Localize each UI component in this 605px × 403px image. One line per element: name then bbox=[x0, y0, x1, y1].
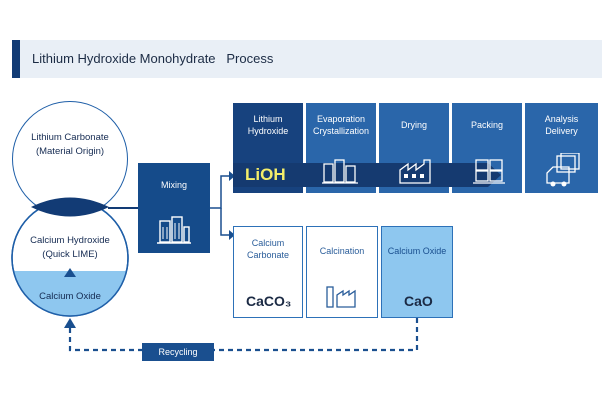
step-2-line2: Crystallization bbox=[312, 126, 370, 136]
lithium-carbonate-label: Lithium Carbonate (Material Origin) bbox=[18, 131, 122, 159]
page-title: Lithium Hydroxide Monohydrate Process bbox=[32, 51, 274, 66]
factory-icon bbox=[399, 159, 431, 184]
lower-step-3-line1: Calcium Oxide bbox=[387, 246, 447, 256]
lower-step-1-line2: Carbonate bbox=[246, 250, 290, 260]
step-1-line2: Hydroxide bbox=[247, 126, 289, 136]
title-accent bbox=[12, 40, 20, 78]
lower-step-2-line1: Calcination bbox=[319, 246, 365, 256]
overlap-lens bbox=[31, 197, 109, 217]
packing-icon bbox=[473, 159, 505, 184]
lioh-product-label: LiOH bbox=[245, 165, 286, 184]
calcium-hydroxide-line2: (Quick LIME) bbox=[42, 249, 98, 260]
crystallizer-icon bbox=[322, 159, 358, 184]
lithium-carbonate-line1: Lithium Carbonate bbox=[31, 132, 109, 143]
step-5-line1: Analysis bbox=[544, 114, 579, 124]
recycling-label: Recycling bbox=[142, 343, 214, 361]
calcium-hydroxide-line1: Calcium Hydroxide bbox=[30, 235, 110, 246]
connector-mixing-upper bbox=[210, 175, 232, 209]
step-4-line1: Packing bbox=[470, 120, 504, 130]
cao-formula: CaO bbox=[404, 293, 433, 309]
mixing-label: Mixing bbox=[160, 180, 187, 190]
recycling-loop bbox=[68, 318, 419, 352]
title-bar: Lithium Hydroxide Monohydrate Process bbox=[12, 40, 602, 78]
kiln-icon bbox=[326, 286, 356, 308]
step-calcium-carbonate: Calcium Carbonate CaCO₃ bbox=[233, 226, 303, 318]
calcium-oxide-input-label: Calcium Oxide bbox=[39, 291, 101, 302]
mixer-icon bbox=[157, 216, 191, 244]
step-5-line2: Delivery bbox=[545, 126, 578, 136]
step-analysis-delivery: Analysis Delivery bbox=[525, 103, 598, 193]
step-1-line1: Lithium bbox=[253, 114, 283, 124]
step-2-line1: Evaporation bbox=[316, 114, 366, 124]
mixing-box: Mixing bbox=[138, 163, 210, 253]
calcium-hydroxide-label: Calcium Hydroxide (Quick LIME) bbox=[18, 234, 122, 262]
delivery-truck-icon bbox=[546, 153, 580, 187]
step-calcium-oxide: Calcium Oxide CaO bbox=[381, 226, 453, 318]
connector-mixing-lower bbox=[220, 208, 232, 236]
step-3-line1: Drying bbox=[400, 120, 427, 130]
oxide-up-arrow bbox=[64, 268, 76, 277]
caco3-formula: CaCO₃ bbox=[246, 293, 292, 309]
lithium-carbonate-line2: (Material Origin) bbox=[35, 146, 105, 157]
product-arrow bbox=[233, 163, 501, 187]
lower-step-1-line1: Calcium bbox=[251, 238, 285, 248]
recycling-arrowhead bbox=[64, 318, 76, 328]
step-calcination: Calcination bbox=[306, 226, 378, 318]
